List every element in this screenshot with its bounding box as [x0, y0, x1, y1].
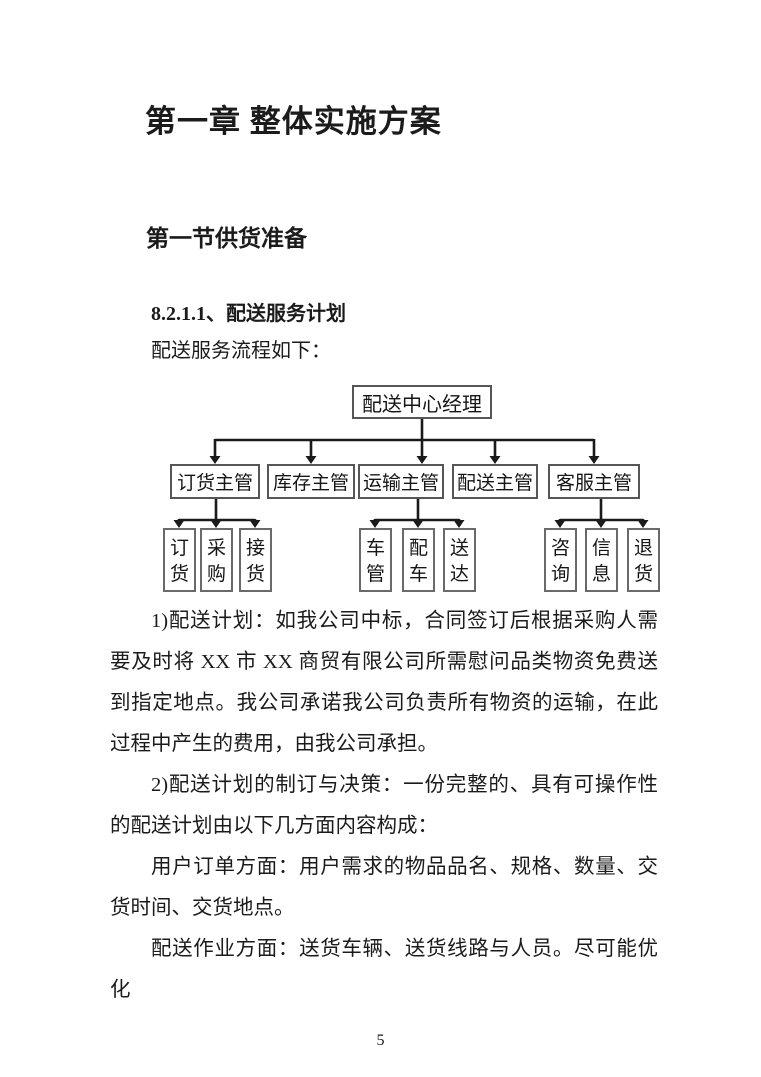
subsection-heading: 8.2.1.1、配送服务计划 [151, 303, 346, 325]
org-box-transport-supervisor: 运输主管 [358, 464, 444, 499]
paragraph-delivery-operation: 配送作业方面：送货车辆、送货线路与人员。尽可能优化 [110, 938, 658, 1001]
org-box-root: 配送中心经理 [352, 385, 492, 419]
org-box-arrival: 送达 [443, 528, 476, 592]
org-box-dispatch: 配车 [402, 528, 435, 592]
org-box-receiving: 接货 [239, 528, 272, 592]
org-box-order-supervisor: 订货主管 [170, 464, 260, 499]
org-box-purchasing: 采购 [200, 528, 233, 592]
paragraph-delivery-plan: 1)配送计划：如我公司中标，合同签订后根据采购人需要及时将 XX 市 XX 商贸… [110, 610, 658, 755]
org-box-fleet: 车管 [359, 528, 392, 592]
body-text: 1)配送计划：如我公司中标，合同签订后根据采购人需要及时将 XX 市 XX 商贸… [110, 601, 658, 1011]
org-box-returns: 退货 [627, 528, 660, 592]
org-chart: 配送中心经理 订货主管 库存主管 运输主管 配送主管 客服主管 订货 采购 接货… [0, 380, 761, 608]
page-number: 5 [376, 1032, 385, 1049]
org-box-information: 信息 [585, 528, 618, 592]
org-chart-connectors [173, 419, 649, 528]
org-box-delivery-supervisor: 配送主管 [452, 464, 538, 499]
org-box-inventory-supervisor: 库存主管 [267, 464, 355, 499]
section-heading: 第一节供货准备 [146, 226, 307, 251]
flow-intro-text: 配送服务流程如下： [151, 340, 331, 362]
org-box-ordering: 订货 [163, 528, 196, 592]
chapter-title: 第一章 整体实施方案 [145, 104, 442, 139]
paragraph-user-order: 用户订单方面：用户需求的物品品名、规格、数量、交货时间、交货地点。 [110, 856, 658, 919]
org-box-service-supervisor: 客服主管 [548, 464, 640, 499]
org-box-consulting: 咨询 [544, 528, 577, 592]
paragraph-plan-decision: 2)配送计划的制订与决策：一份完整的、具有可操作性的配送计划由以下几方面内容构成… [110, 774, 658, 837]
arrowhead-icons [173, 456, 649, 528]
